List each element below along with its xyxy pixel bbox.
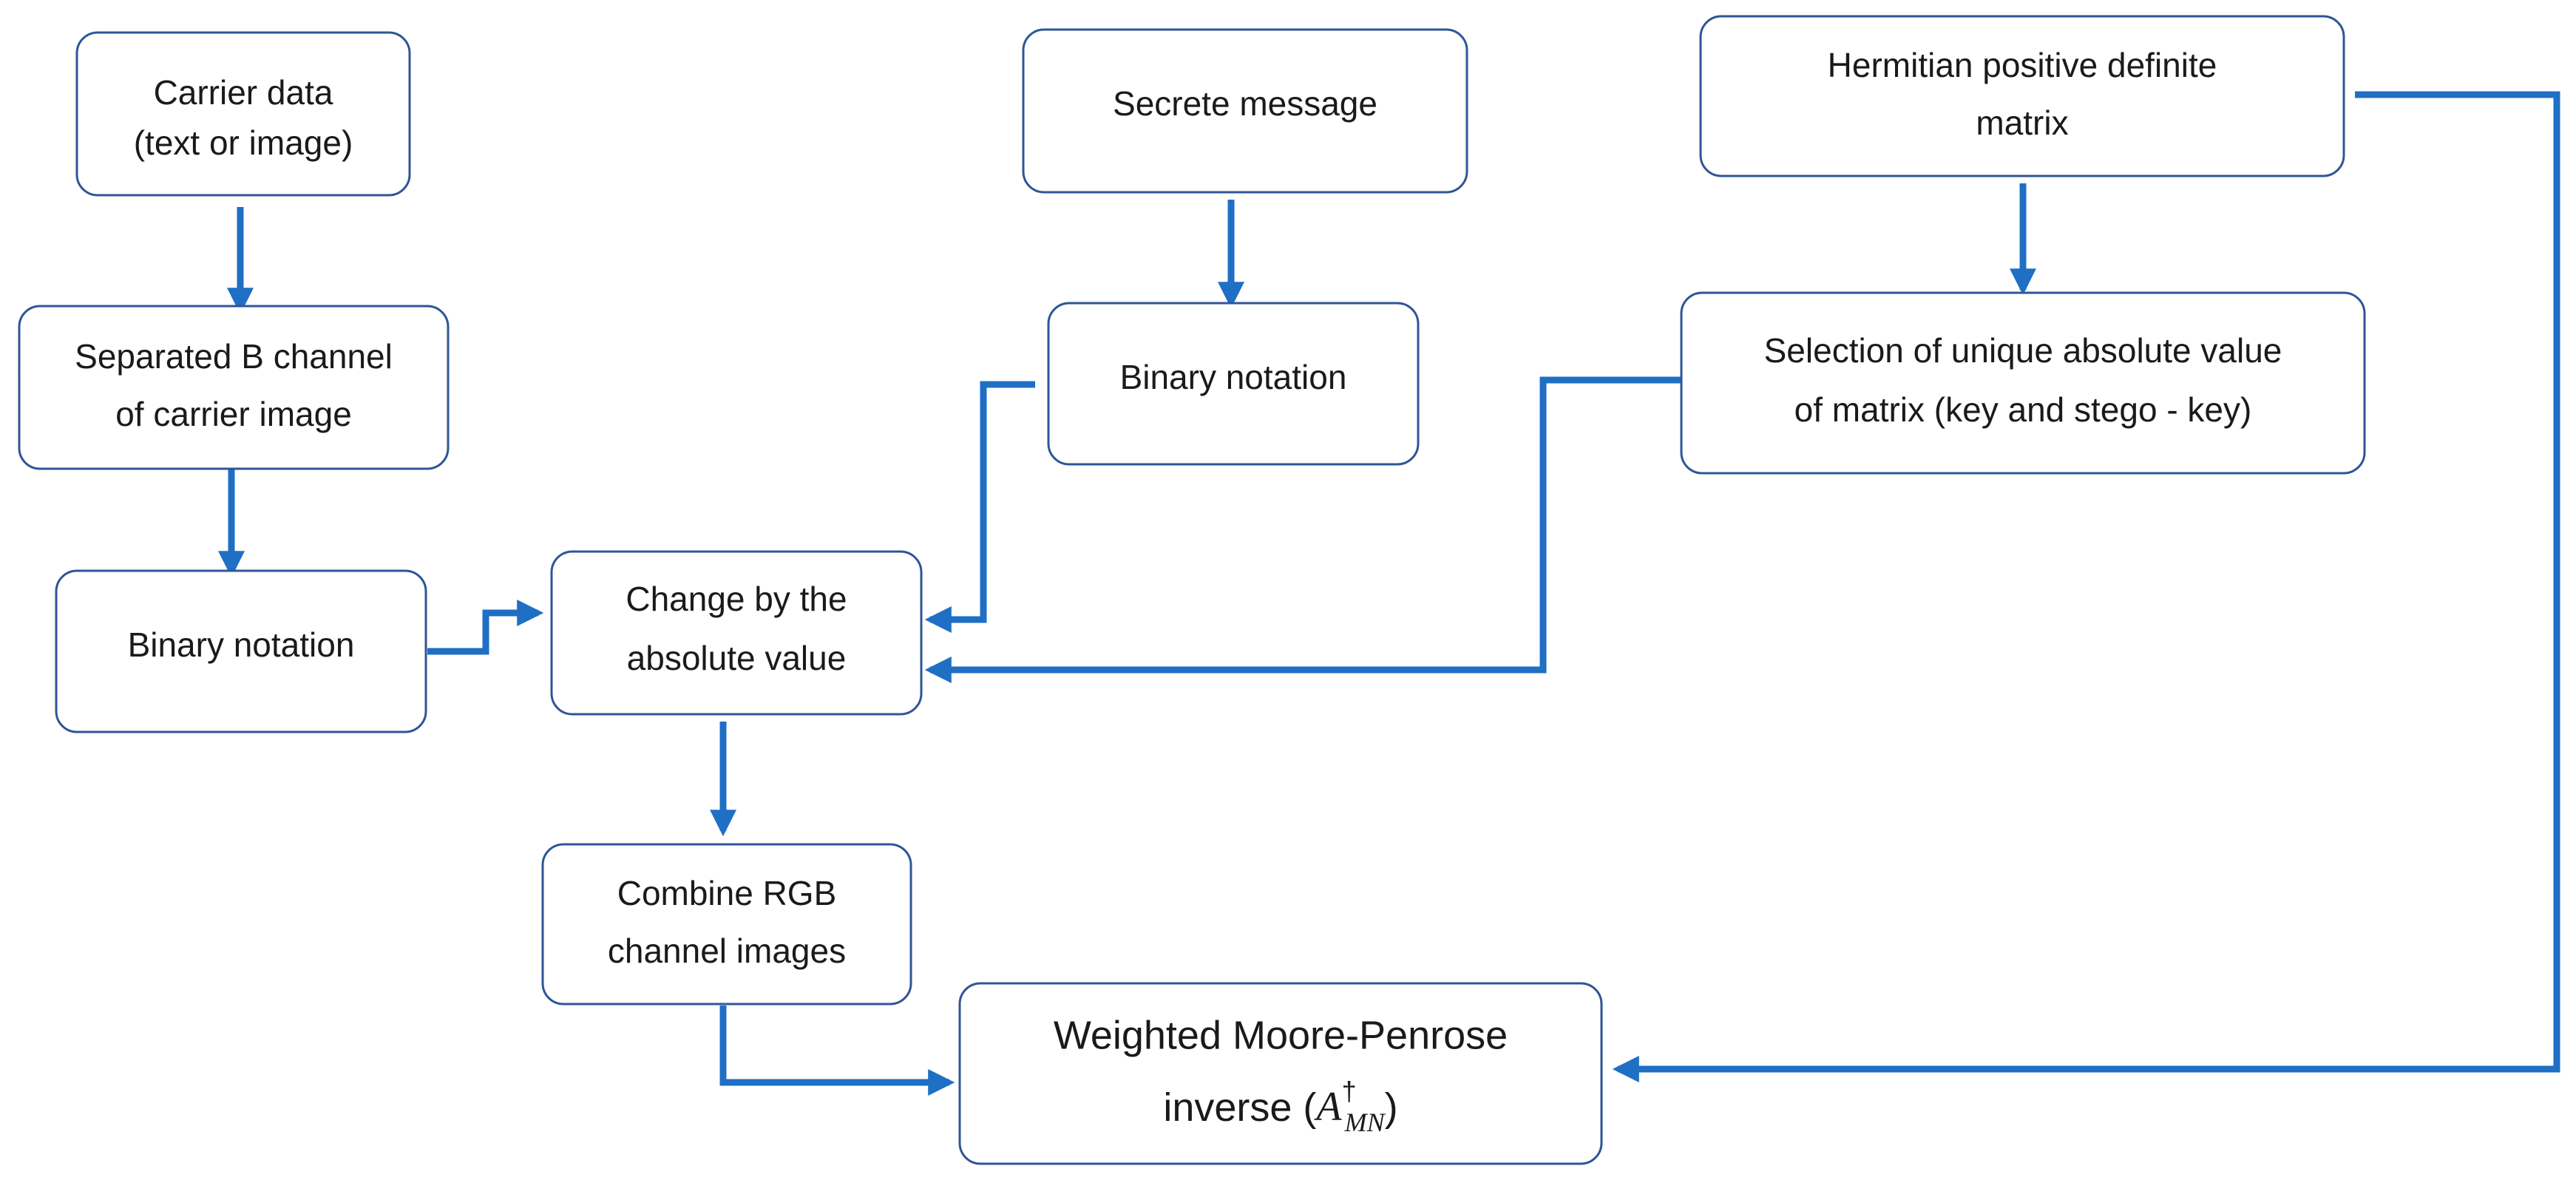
weighted-inverse-subscript: MN — [1344, 1108, 1386, 1137]
node-hermitian-matrix: Hermitian positive definite matrix — [1699, 15, 2345, 177]
separated-b-channel-line1: Separated B channel — [75, 337, 393, 376]
node-carrier-data: Carrier data (text or image) — [75, 31, 411, 197]
combine-rgb-line1: Combine RGB — [617, 874, 837, 912]
arrow-combine-to-weighted — [719, 1006, 955, 1096]
change-absolute-line2: absolute value — [627, 639, 847, 677]
arrow-binary-left-to-change — [427, 600, 544, 655]
arrow-hermitian-to-weighted — [1612, 91, 2560, 1082]
change-absolute-line1: Change by the — [626, 580, 847, 618]
arrow-selection-to-change — [924, 376, 1683, 683]
node-selection-absolute: Selection of unique absolute value of ma… — [1680, 291, 2366, 475]
weighted-inverse-symbol: A — [1313, 1084, 1342, 1130]
combine-rgb-line2: channel images — [608, 932, 846, 970]
node-change-absolute: Change by the absolute value — [550, 550, 923, 716]
node-binary-notation-middle: Binary notation — [1047, 302, 1420, 466]
selection-absolute-line2: of matrix (key and stego - key) — [1794, 390, 2252, 429]
carrier-data-line2: (text or image) — [134, 123, 353, 162]
node-combine-rgb: Combine RGB channel images — [541, 843, 912, 1006]
weighted-inverse-superscript: † — [1342, 1076, 1357, 1106]
weighted-inverse-suffix: ) — [1385, 1085, 1398, 1130]
arrow-binary-middle-to-change — [924, 381, 1035, 633]
weighted-inverse-prefix: inverse ( — [1163, 1085, 1316, 1130]
weighted-inverse-line2: inverse (A†MN) — [1163, 1076, 1397, 1138]
node-weighted-inverse: Weighted Moore-Penrose inverse (A†MN) — [958, 982, 1603, 1165]
hermitian-matrix-line1: Hermitian positive definite — [1828, 46, 2217, 84]
carrier-data-line1: Carrier data — [154, 73, 333, 112]
weighted-inverse-line1: Weighted Moore-Penrose — [1054, 1013, 1508, 1057]
connectors — [218, 91, 2560, 1096]
selection-absolute-line1: Selection of unique absolute value — [1764, 331, 2282, 370]
separated-b-channel-line2: of carrier image — [115, 395, 352, 433]
hermitian-matrix-line2: matrix — [1976, 104, 2068, 142]
node-secret-message: Secrete message — [1022, 28, 1468, 194]
binary-notation-left-text: Binary notation — [128, 625, 355, 664]
node-binary-notation-left: Binary notation — [55, 569, 427, 733]
secret-message-text: Secrete message — [1113, 84, 1377, 123]
node-separated-b-channel: Separated B channel of carrier image — [18, 305, 450, 470]
binary-notation-middle-text: Binary notation — [1120, 358, 1347, 396]
